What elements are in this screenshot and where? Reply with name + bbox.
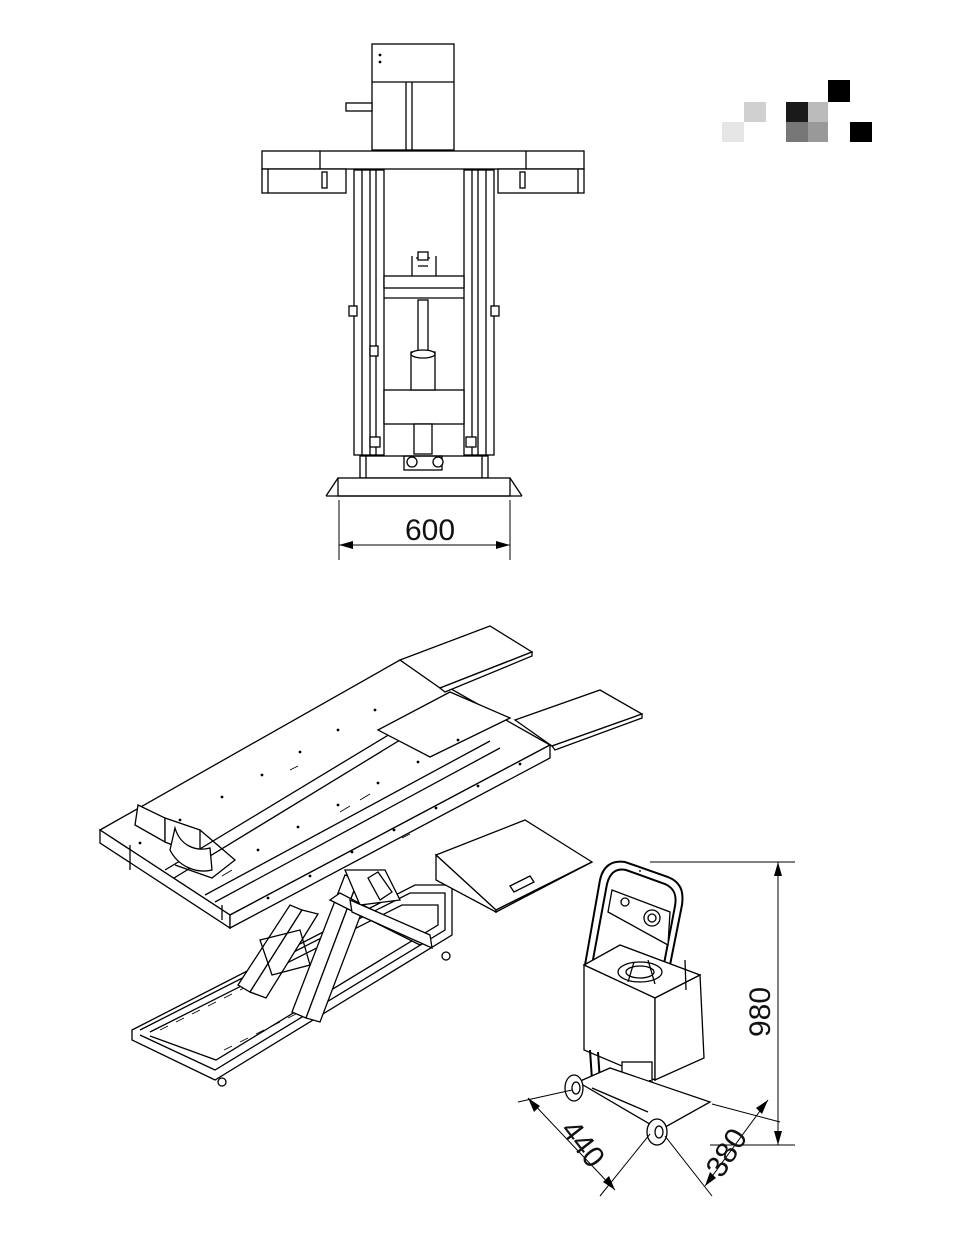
dimension-width: 600 [338,500,511,560]
cart-base [576,1049,712,1131]
cart-tank [582,944,705,1082]
base-plate [325,455,523,497]
cart-control-panel [607,889,671,947]
hydraulic-cylinder [403,251,444,471]
base-frame [131,884,453,1087]
dimension-label-440: 440 [554,1114,611,1174]
dimension-label-980: 980 [744,987,777,1037]
hydraulic-cart: 980 440 380 [517,860,795,1197]
crossbars [383,275,465,425]
dimension-label-380: 380 [700,1123,755,1183]
platform-top [261,150,585,194]
lift-isometric-view [98,625,644,1087]
front-ramps [398,625,644,751]
side-step [434,819,594,914]
dimension-label-600: 600 [405,514,455,547]
cart-wheels [564,1074,668,1146]
front-view: 600 [261,43,585,560]
rivets [138,708,522,900]
dimension-height: 980 [650,861,795,1146]
brand-logo-mosaic [722,80,872,142]
control-box [345,43,455,151]
wheel-clamp [134,804,237,879]
scissor-mechanism [237,869,433,1023]
cart-handle [584,860,684,986]
scissor-legs [348,169,500,456]
platform-deck [98,659,552,930]
